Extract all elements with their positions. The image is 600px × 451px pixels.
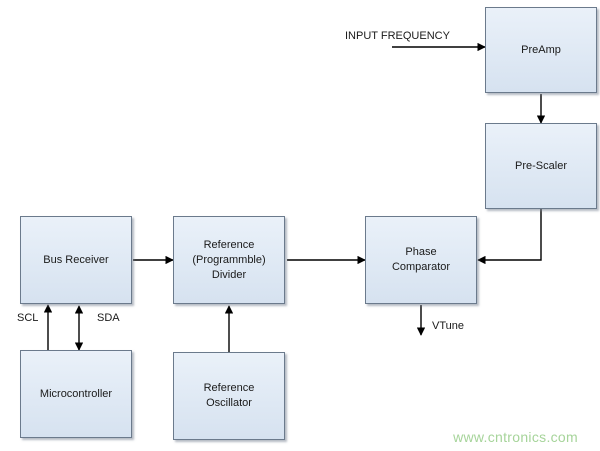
sda-label: SDA (97, 312, 120, 324)
scl-label: SCL (17, 312, 39, 324)
bus-receiver-block: Bus Receiver (20, 216, 132, 304)
vtune-label: VTune (432, 320, 465, 332)
input-frequency-label: INPUT FREQUENCY (345, 30, 450, 42)
preamp-block: PreAmp (485, 7, 597, 93)
watermark: www.cntronics.com (453, 429, 578, 445)
phase-comparator-block: Phase Comparator (365, 216, 477, 304)
reference-oscillator-block: Reference Oscillator (173, 352, 285, 440)
microcontroller-block: Microcontroller (20, 350, 132, 438)
arrow-prescaler-to-comparator (477, 209, 542, 265)
prescaler-block: Pre-Scaler (485, 123, 597, 209)
reference-divider-block: Reference (Programmble) Divider (173, 216, 285, 304)
